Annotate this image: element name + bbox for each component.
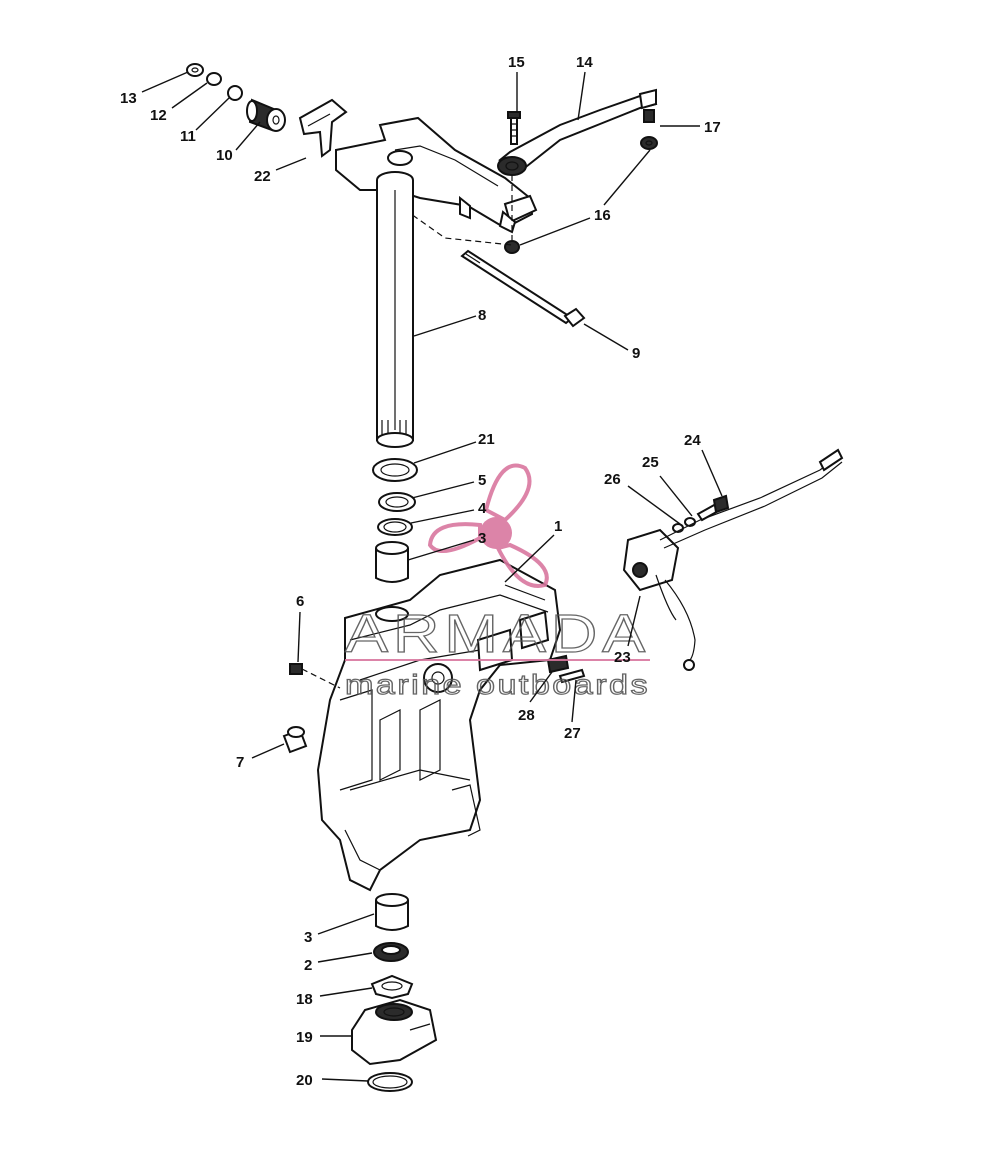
watermark-brand: ARMADA [345,604,650,664]
part-1-swivel-bracket [316,558,562,892]
callout-6: 6 [296,593,304,610]
callout-3-lower: 3 [304,929,312,946]
part-17-nut [643,109,655,123]
part-15-bolt [507,111,521,145]
part-8-shaft [376,171,414,448]
propeller-logo-icon [427,463,549,588]
part-14-steering-link [497,88,658,176]
part-12-washer [206,72,222,86]
part-5-seal [378,492,416,512]
swivel-arm [335,116,538,234]
part-19-yoke [351,998,438,1066]
callout-labels: 13 12 11 10 22 15 14 17 16 8 9 21 5 4 3 … [120,54,721,1089]
leader-lines [141,71,723,1082]
watermark: ARMADA marine outboards [344,463,650,701]
callout-16: 16 [594,207,611,224]
callout-7: 7 [236,754,244,771]
callout-20: 20 [296,1072,313,1089]
parts-artwork [186,63,844,1092]
callout-4: 4 [478,500,487,517]
callout-15: 15 [508,54,525,71]
callout-24: 24 [684,432,701,449]
callout-5: 5 [478,472,486,489]
callout-18: 18 [296,991,313,1008]
part-6-grease-fitting [289,663,341,689]
callout-8: 8 [478,307,486,324]
callout-17: 17 [704,119,721,136]
callout-1: 1 [554,518,562,535]
callout-19: 19 [296,1029,313,1046]
part-20-snap-ring [367,1072,413,1092]
part-9-bolt [460,249,586,328]
part-4-ring [377,518,413,536]
part-3-upper-bushing [375,541,409,583]
part-21-washer [372,458,418,482]
callout-22: 22 [254,168,271,185]
part-13-nut [186,63,204,77]
part-23-switch [622,448,844,671]
callout-12: 12 [150,107,167,124]
callout-11: 11 [180,128,196,145]
callout-3-upper: 3 [478,530,486,547]
part-27-screw [558,668,586,684]
part-16-washer-top [640,136,658,150]
watermark-tagline: marine outboards [345,669,650,700]
part-7-bushing [282,726,308,754]
part-24-screw [696,494,730,522]
part-16-washer-bottom [504,240,520,254]
part-11-washer [227,85,243,101]
callout-10: 10 [216,147,233,164]
callout-21: 21 [478,431,495,448]
assembly-line-1 [379,191,513,246]
callout-26: 26 [604,471,621,488]
part-22-plate [298,98,348,158]
callout-2: 2 [304,957,312,974]
part-3-lower-bushing [375,893,409,931]
callout-23: 23 [614,649,631,666]
part-10-bushing [246,98,286,132]
part-2-seal [373,942,409,962]
callout-14: 14 [576,54,593,71]
callout-27: 27 [564,725,581,742]
callout-13: 13 [120,90,137,107]
callout-9: 9 [632,345,640,362]
callout-25: 25 [642,454,659,471]
part-18-washer [370,974,414,1000]
callout-28: 28 [518,707,535,724]
